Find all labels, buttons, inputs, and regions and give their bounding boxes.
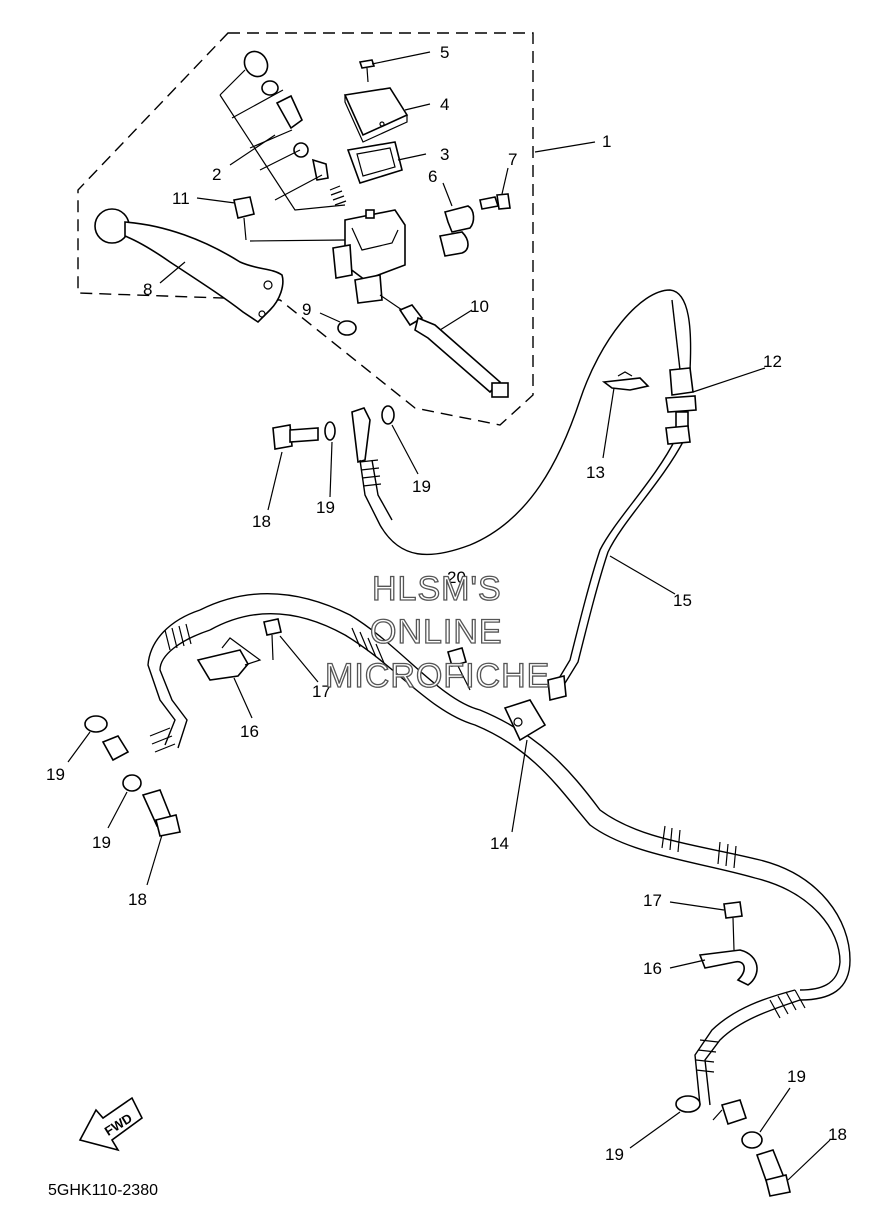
bolt-7[interactable] [479,193,511,210]
callout-19b: 19 [412,477,431,496]
clamp-16-upper[interactable] [196,618,282,681]
callout-5: 5 [440,43,449,62]
brake-switch[interactable] [379,294,509,398]
reservoir-cover[interactable] [343,87,409,143]
callout-19c: 19 [46,765,65,784]
callout-19a: 19 [316,498,335,517]
callout-15: 15 [673,591,692,610]
callout-9: 9 [302,300,311,319]
callout-7: 7 [508,150,517,169]
callout-6: 6 [428,167,437,186]
diaphragm[interactable] [346,141,403,184]
brake-lever[interactable] [94,208,284,324]
watermark-line-3: MICROFICHE [325,657,550,695]
assembly-boundary [77,32,534,426]
joint-12[interactable] [665,367,697,429]
callout-13: 13 [586,463,605,482]
callout-16b: 16 [643,959,662,978]
callouts: 1 2 3 4 5 6 7 8 9 10 11 12 13 14 15 16 1… [46,43,847,1164]
piston-kit[interactable] [219,47,347,211]
watermark-line-1: HLSM'S [372,570,502,608]
callout-18c: 18 [828,1125,847,1144]
callout-16a: 16 [240,722,259,741]
callout-10: 10 [470,297,489,316]
callout-2: 2 [212,165,221,184]
callout-19e: 19 [605,1145,624,1164]
callout-3: 3 [440,145,449,164]
leader-lines [67,51,831,1181]
upper-hose[interactable] [359,289,692,556]
nut-9[interactable] [337,320,357,336]
master-cylinder[interactable] [332,209,406,304]
fwd-arrow-icon: FWD [78,1096,144,1152]
callout-11: 11 [172,189,190,208]
watermark: HLSM'S ONLINE MICROFICHE [324,569,550,695]
callout-20: 20 [447,568,466,587]
screw-5[interactable] [358,59,376,83]
callout-17a: 17 [312,682,331,701]
callout-18b: 18 [128,890,147,909]
clamp-16-lower[interactable] [698,901,758,986]
callout-12: 12 [763,352,782,371]
callout-19f: 19 [787,1067,806,1086]
diagram-code: 5GHK110-2380 [48,1182,158,1199]
watermark-line-2: ONLINE [370,613,503,651]
banjo-upper[interactable] [272,405,395,464]
callout-14: 14 [490,834,509,853]
hose-holder-14[interactable] [447,647,547,742]
lower-hose[interactable] [101,592,851,1126]
banjo-lower-right[interactable] [675,1095,791,1197]
callout-8: 8 [143,280,152,299]
banjo-lower-left[interactable] [84,715,181,837]
holder-6[interactable] [439,205,475,257]
callout-4: 4 [440,95,449,114]
callout-17b: 17 [643,891,662,910]
brake-pipe[interactable] [547,425,691,702]
clip-13[interactable] [601,371,650,391]
bolt-11[interactable] [233,196,346,242]
callout-19d: 19 [92,833,111,852]
callout-18a: 18 [252,512,271,531]
callout-1: 1 [602,132,611,151]
